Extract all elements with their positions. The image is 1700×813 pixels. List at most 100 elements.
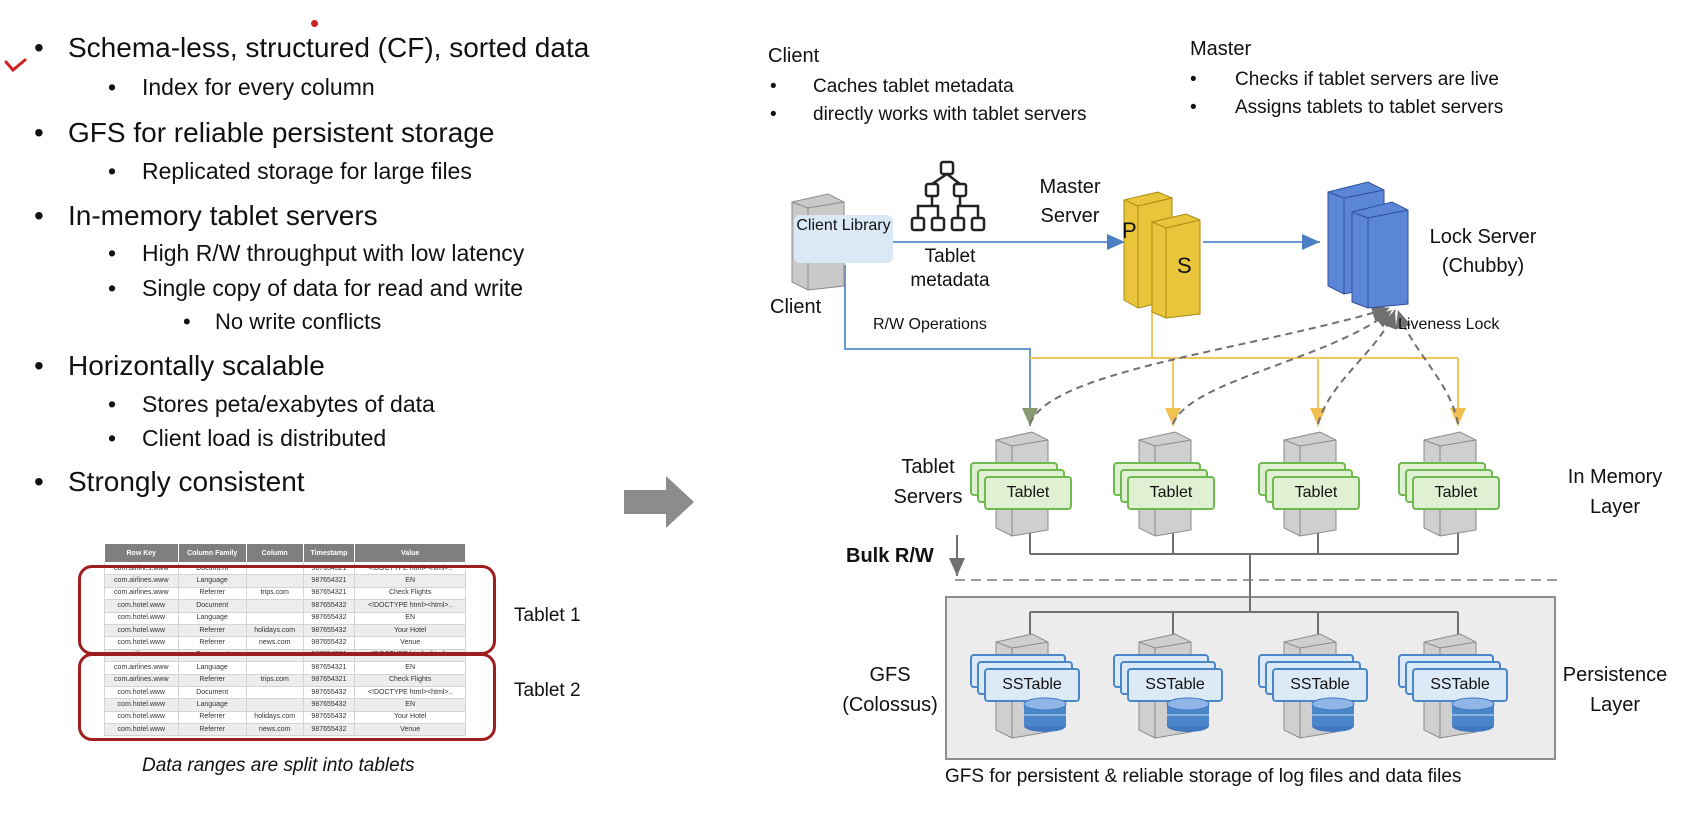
master-item: Assigns tablets to tablet servers [1235, 97, 1504, 118]
lock-server-label: Lock Server (Chubby) [1429, 226, 1537, 277]
master-heading: Master [1190, 38, 1252, 60]
table-cell: 987654321 [302, 586, 356, 601]
master-server-icon [1123, 191, 1201, 319]
tablet-card: Tablet [1272, 476, 1360, 510]
bullet-no-conflicts: No write conflicts [183, 309, 381, 335]
annotation-dot [311, 20, 318, 27]
table-cell: EN [354, 574, 466, 588]
table-cell: Check Flights [354, 586, 466, 601]
table-cell: com.hotel.www [104, 623, 179, 638]
sstable-card: SSTable [1272, 668, 1368, 702]
tablet-metadata-label: Tablet metadata [910, 246, 990, 291]
master-item: Checks if tablet servers are live [1235, 69, 1499, 90]
table-cell: holidays.com [245, 623, 304, 638]
bullet-high-rw: High R/W throughput with low latency [108, 240, 524, 267]
table-cell: <!DOCTYPE html><html>.. [354, 599, 466, 613]
master-server-label: Master Server [1039, 176, 1101, 227]
tablet-2-label: Tablet 2 [514, 680, 581, 701]
bulk-rw-label: Bulk R/W [846, 545, 934, 567]
table-cell [245, 698, 304, 712]
tablet-1-label: Tablet 1 [514, 605, 581, 626]
bullet-replicated: Replicated storage for large files [108, 158, 472, 185]
table-caption: Data ranges are split into tablets [142, 755, 415, 776]
table-cell: 987655432 [302, 636, 356, 650]
client-item: Caches tablet metadata [813, 76, 1014, 97]
client-item-bullet: • [770, 76, 777, 97]
table-cell: Your Hotel [354, 710, 466, 725]
table-cell: com.airlines.www [104, 574, 179, 588]
persistence-layer-label: Persistence Layer [1562, 664, 1668, 716]
bullet-scalable: Horizontally scalable [34, 350, 325, 382]
bullet-client-load: Client load is distributed [108, 425, 386, 452]
table-cell: com.hotel.www [104, 698, 179, 712]
annotation-checkmark-icon [4, 58, 27, 73]
lock-server-icon [1327, 181, 1409, 309]
table-cell: Referrer [177, 710, 247, 725]
table-cell: <!DOCTYPE html><html>.. [354, 685, 466, 700]
table-cell: Your Hotel [354, 623, 466, 638]
right-arrow-icon [624, 476, 694, 528]
table-cell: Document [177, 599, 247, 613]
table-cell: Referrer [177, 673, 247, 687]
table-header: Timestamp [302, 543, 356, 563]
table-cell: 987655432 [302, 710, 356, 725]
table-cell: com.airlines.www [104, 673, 179, 687]
bullet-peta: Stores peta/exabytes of data [108, 391, 435, 418]
rw-operations-label: R/W Operations [873, 316, 987, 333]
client-item: directly works with tablet servers [813, 104, 1087, 125]
gfs-caption: GFS for persistent & reliable storage of… [945, 766, 1462, 787]
table-cell: com.airlines.www [104, 661, 179, 675]
bullet-single-copy: Single copy of data for read and write [108, 275, 523, 302]
bullet-gfs: GFS for reliable persistent storage [34, 117, 494, 149]
table-cell: 987654321 [302, 673, 356, 687]
table-cell: news.com [245, 723, 304, 737]
sstable-card: SSTable [1127, 668, 1223, 702]
table-cell: Referrer [177, 623, 247, 638]
client-heading: Client [768, 45, 820, 67]
table-cell: Language [177, 574, 247, 588]
bullet-in-memory: In-memory tablet servers [34, 200, 378, 232]
table-cell: Language [177, 611, 247, 625]
bullet-index: Index for every column [108, 74, 375, 101]
database-icon [1023, 697, 1067, 732]
table-cell: com.hotel.www [104, 599, 179, 613]
sstable-card: SSTable [1412, 668, 1508, 702]
table-cell: 987654321 [302, 661, 356, 675]
bullet-consistent: Strongly consistent [34, 466, 305, 498]
table-cell: com.hotel.www [104, 723, 179, 737]
table-cell: Referrer [177, 723, 247, 737]
tablet-card: Tablet [1127, 476, 1215, 510]
secondary-label: S [1177, 253, 1192, 278]
table-cell: Venue [354, 723, 466, 737]
tablet-servers-label: Tablet Servers [893, 456, 963, 508]
database-icon [1166, 697, 1210, 732]
table-cell: 987654321 [302, 574, 356, 588]
table-cell: com.hotel.www [104, 710, 179, 725]
table-cell: Document [177, 685, 247, 700]
table-cell [245, 599, 304, 613]
table-cell: Check Flights [354, 673, 466, 687]
table-header: Column Family [177, 543, 247, 563]
table-cell: com.airlines.www [104, 586, 179, 601]
primary-label: P [1122, 218, 1137, 243]
client-item-bullet: • [770, 104, 777, 125]
database-icon [1451, 697, 1495, 732]
liveness-lock-label: Liveness Lock [1398, 316, 1500, 333]
bullet-schema-less: Schema-less, structured (CF), sorted dat… [34, 32, 589, 64]
table-cell: Venue [354, 636, 466, 650]
table-cell: Referrer [177, 636, 247, 650]
table-header: Column [245, 543, 304, 563]
table-cell: Language [177, 698, 247, 712]
table-cell: EN [354, 661, 466, 675]
client-label: Client [770, 296, 822, 318]
client-library-box: Client Library [794, 215, 893, 263]
